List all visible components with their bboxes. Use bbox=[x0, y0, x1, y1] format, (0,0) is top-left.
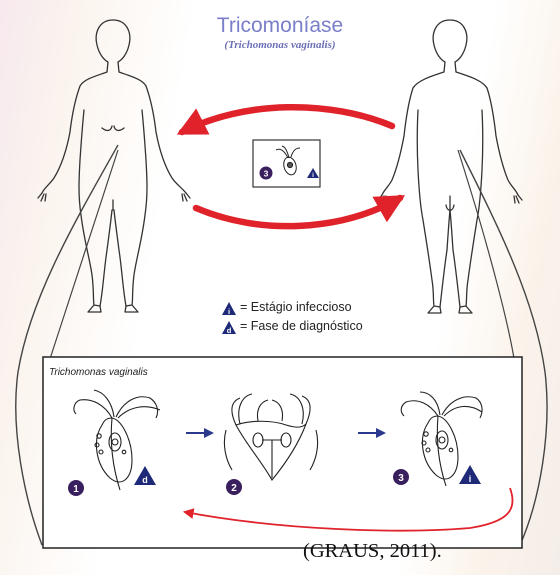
male-figure bbox=[378, 20, 522, 313]
legend-infective-symbol: i bbox=[228, 307, 230, 316]
legend-diagnostic-symbol: d bbox=[227, 326, 232, 335]
inset-panel bbox=[43, 357, 522, 548]
center-stage-box: 3 i bbox=[253, 140, 320, 187]
stage-2-number: 2 bbox=[231, 483, 237, 494]
center-triangle-symbol: i bbox=[312, 172, 314, 179]
left-swoop-line-inner bbox=[48, 150, 118, 365]
stage-3-inset-number: 3 bbox=[398, 473, 404, 484]
transmission-arrow-right bbox=[196, 198, 400, 226]
stage-3-triangle-symbol: i bbox=[469, 474, 472, 484]
legend-diagnostic-label: = Fase de diagnóstico bbox=[240, 319, 363, 333]
legend-diagnostic-row: = Fase de diagnóstico bbox=[240, 319, 363, 333]
stage-1-number: 1 bbox=[73, 484, 79, 495]
female-figure bbox=[38, 20, 190, 312]
citation: (GRAUS, 2011). bbox=[303, 540, 442, 563]
right-swoop-line-inner bbox=[458, 150, 515, 365]
legend-infective-label: = Estágio infeccioso bbox=[240, 300, 352, 314]
legend-infective-row: = Estágio infeccioso bbox=[240, 300, 352, 314]
transmission-arrow-left bbox=[182, 107, 392, 132]
stage-3-number: 3 bbox=[264, 169, 269, 179]
stage-1-triangle-symbol: d bbox=[142, 475, 148, 485]
inset-title: Trichomonas vaginalis bbox=[49, 367, 148, 378]
legend-triangles: i d bbox=[222, 302, 236, 335]
